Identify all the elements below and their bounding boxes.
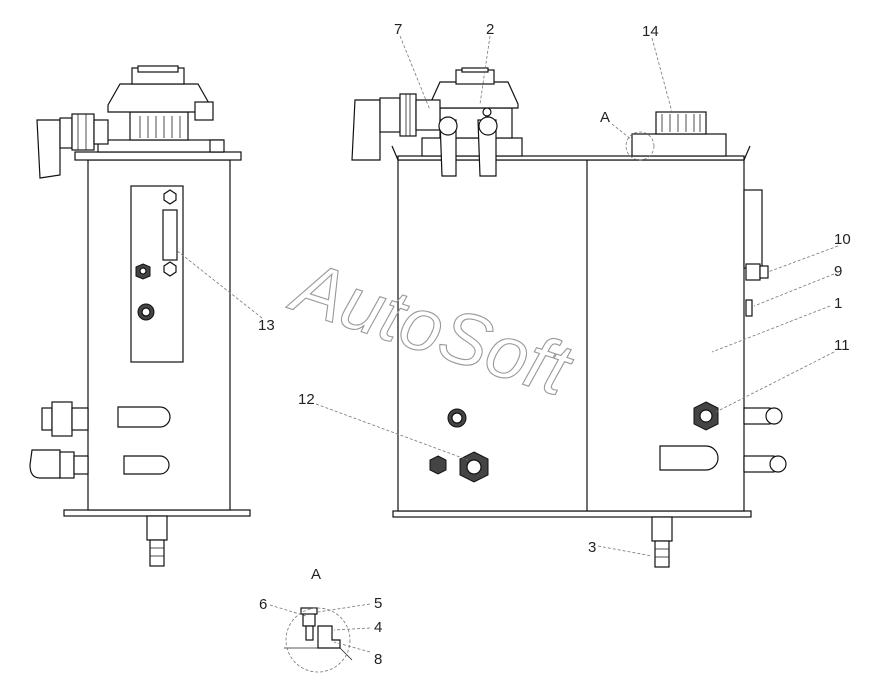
callout-2: 2 [486, 21, 494, 38]
callout-13: 13 [258, 317, 275, 334]
callout-labels: 7 2 14 A 10 9 1 11 12 13 3 A 6 5 4 8 [258, 21, 851, 668]
callout-6: 6 [259, 596, 267, 613]
callout-5: 5 [374, 595, 382, 612]
callout-1: 1 [834, 295, 842, 312]
callout-4: 4 [374, 619, 382, 636]
callout-12: 12 [298, 391, 315, 408]
callout-9: 9 [834, 263, 842, 280]
callout-8: 8 [374, 651, 382, 668]
detail-a-title: A [311, 566, 321, 583]
callout-11: 11 [834, 337, 850, 354]
callout-10: 10 [834, 231, 851, 248]
callout-3: 3 [588, 539, 596, 556]
callout-14: 14 [642, 23, 659, 40]
detail-a [284, 607, 353, 673]
side-view [29, 65, 251, 567]
front-view [351, 67, 787, 568]
view-ref-a: A [600, 109, 610, 126]
leader-lines [175, 35, 839, 653]
callout-7: 7 [394, 21, 402, 38]
